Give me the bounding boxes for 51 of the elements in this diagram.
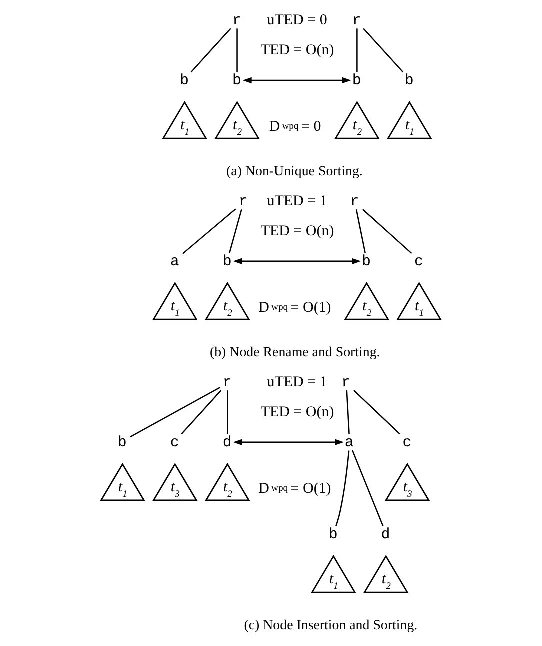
node-text: c: [402, 434, 412, 452]
connector: [229, 209, 242, 254]
node-text: b: [222, 253, 232, 270]
arrow: [233, 258, 362, 265]
node-text: r: [342, 374, 351, 392]
node-text: c: [414, 253, 424, 270]
connector: [354, 390, 400, 435]
connector: [181, 390, 222, 435]
label: Dwpq = O(1): [258, 300, 332, 316]
node-text: a: [170, 253, 180, 270]
node-text: r: [238, 193, 248, 210]
arrow: [242, 77, 352, 84]
node-text: b: [232, 72, 242, 90]
node-text: r: [352, 12, 362, 30]
label: uTED = 0: [267, 12, 328, 28]
node-text: d: [222, 434, 232, 452]
label: uTED = 1: [267, 374, 328, 390]
node-text: b: [362, 253, 372, 270]
label: Dwpq = 0: [269, 119, 322, 136]
connector: [352, 450, 384, 526]
connector: [356, 28, 358, 72]
connector: [182, 208, 236, 254]
label: TED = O(n): [260, 223, 334, 240]
node-text: a: [344, 434, 354, 452]
node-text: c: [170, 434, 180, 452]
node-text: r: [222, 374, 232, 392]
node-text: r: [350, 193, 360, 210]
connector: [236, 28, 238, 72]
node-text: d: [381, 526, 390, 544]
node-text: b: [328, 526, 338, 544]
connector: [362, 209, 412, 254]
label: (b) Node Rename and Sorting.: [210, 346, 380, 361]
label: Dwpq = O(1): [258, 480, 332, 497]
arrow: [233, 439, 344, 446]
node-text: b: [180, 72, 189, 90]
label: TED = O(n): [260, 404, 334, 420]
label: TED = O(n): [260, 42, 334, 58]
node-text: b: [404, 72, 414, 90]
node-text: r: [232, 12, 242, 30]
label: uTED = 1: [267, 193, 328, 210]
connector: [336, 450, 350, 526]
connector: [356, 210, 366, 254]
connector: [130, 387, 220, 438]
label: (c) Node Insertion and Sorting.: [244, 618, 418, 634]
label: (a) Non-Unique Sorting.: [226, 164, 363, 180]
node-text: b: [118, 434, 127, 452]
connector: [227, 390, 228, 434]
connector: [363, 28, 404, 73]
node-text: b: [352, 72, 362, 90]
connector: [190, 28, 232, 73]
connector: [346, 390, 350, 434]
